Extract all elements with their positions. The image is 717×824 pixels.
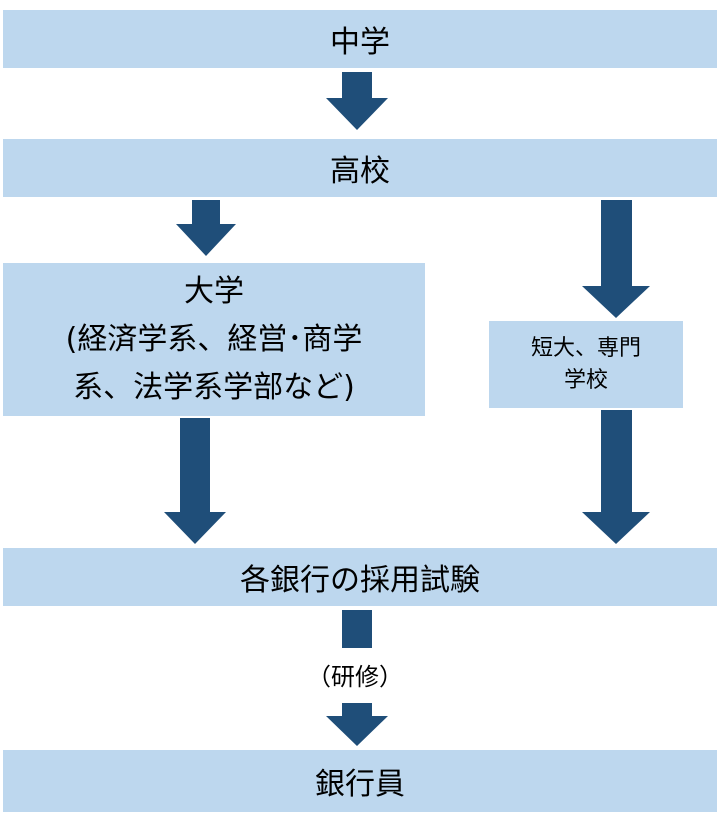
- university-label-line3: 系、法学系学部など): [73, 369, 355, 405]
- middle-school-box: 中学: [3, 10, 717, 68]
- arrow-university-to-exam: [164, 418, 226, 544]
- banker-box: 銀行員: [3, 750, 717, 812]
- middle-school-label: 中学: [330, 25, 390, 60]
- high-school-box: 高校: [3, 139, 717, 197]
- training-label: （研修）: [307, 663, 403, 691]
- university-label-line1: 大学: [184, 273, 244, 309]
- junior-college-label-line2: 学校: [563, 367, 608, 393]
- junior-college-box: 短大、専門 学校: [489, 321, 683, 408]
- university-label-line2: (経済学系、経営･商学: [65, 321, 363, 357]
- bank-exam-box: 各銀行の採用試験: [3, 548, 717, 606]
- arrow-middle-to-high: [326, 72, 388, 130]
- bank-exam-label: 各銀行の採用試験: [240, 563, 480, 598]
- arrow-training-to-banker: [326, 703, 388, 746]
- high-school-label: 高校: [330, 154, 390, 189]
- arrow-high-to-junior-college: [582, 200, 650, 318]
- arrow-high-to-university: [176, 200, 236, 256]
- university-box: 大学 (経済学系、経営･商学 系、法学系学部など): [3, 263, 425, 416]
- banker-label: 銀行員: [315, 767, 405, 802]
- arrow-exam-stem: [342, 610, 372, 648]
- arrow-junior-college-to-exam: [582, 410, 650, 544]
- junior-college-label-line1: 短大、専門: [530, 335, 641, 361]
